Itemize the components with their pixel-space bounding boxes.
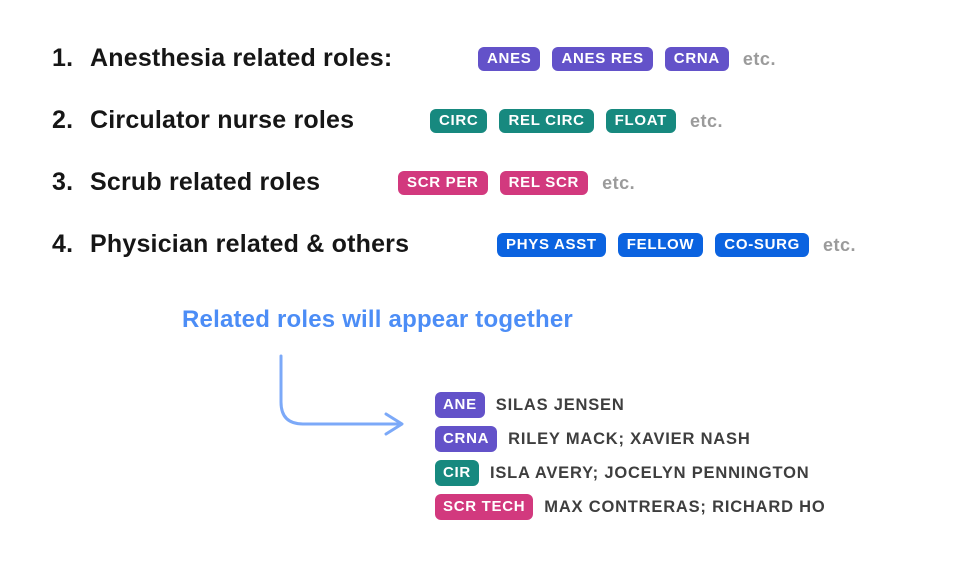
role-group-2-badges: CIRC REL CIRC FLOAT etc. <box>430 109 723 133</box>
role-badge: FLOAT <box>605 109 677 133</box>
role-badge: CRNA <box>664 47 729 71</box>
role-badge: CIRC <box>430 109 488 133</box>
role-badge: SCR TECH <box>435 494 534 520</box>
role-group-2-label: 2. Circulator nurse roles <box>52 106 354 135</box>
role-group-1-label: 1. Anesthesia related roles: <box>52 44 392 73</box>
role-group-1-badges: ANES ANES RES CRNA etc. <box>478 47 776 71</box>
annotation-text: Related roles will appear together <box>182 306 573 333</box>
roster-row: SCR TECH MAX CONTRERAS; RICHARD HO <box>435 494 826 520</box>
role-badge: PHYS ASST <box>497 233 606 257</box>
list-number: 2. <box>52 106 74 134</box>
etc-label: etc. <box>823 234 857 255</box>
role-badge: CRNA <box>435 426 498 452</box>
role-badge: ANES <box>478 47 541 71</box>
role-badge: FELLOW <box>617 233 704 257</box>
etc-label: etc. <box>742 48 776 69</box>
group-title: Circulator nurse roles <box>90 106 355 134</box>
list-number: 1. <box>52 44 74 72</box>
etc-label: etc. <box>602 172 636 193</box>
role-badge: CIR <box>435 460 479 486</box>
group-title: Physician related & others <box>90 230 410 258</box>
group-title: Anesthesia related roles: <box>90 44 393 72</box>
etc-label: etc. <box>690 110 724 131</box>
role-group-3-label: 3. Scrub related roles <box>52 168 320 197</box>
role-badge: SCR PER <box>398 171 488 195</box>
role-group-4-label: 4. Physician related & others <box>52 230 409 259</box>
roster-names: MAX CONTRERAS; RICHARD HO <box>544 497 826 516</box>
role-badge: CO-SURG <box>715 233 810 257</box>
role-badge: REL CIRC <box>499 109 594 133</box>
group-title: Scrub related roles <box>90 168 321 196</box>
roster-row: ANE SILAS JENSEN <box>435 392 625 418</box>
elbow-arrow-icon <box>265 350 415 440</box>
roster-names: RILEY MACK; XAVIER NASH <box>508 429 751 448</box>
list-number: 4. <box>52 230 74 258</box>
list-number: 3. <box>52 168 74 196</box>
role-group-3-badges: SCR PER REL SCR etc. <box>398 171 635 195</box>
roster-row: CIR ISLA AVERY; JOCELYN PENNINGTON <box>435 460 809 486</box>
roster-names: ISLA AVERY; JOCELYN PENNINGTON <box>489 463 810 482</box>
role-group-4-badges: PHYS ASST FELLOW CO-SURG etc. <box>497 233 856 257</box>
roster-row: CRNA RILEY MACK; XAVIER NASH <box>435 426 751 452</box>
roster-names: SILAS JENSEN <box>495 395 625 414</box>
role-badge: ANE <box>435 392 485 418</box>
role-badge: ANES RES <box>552 47 653 71</box>
role-badge: REL SCR <box>499 171 589 195</box>
